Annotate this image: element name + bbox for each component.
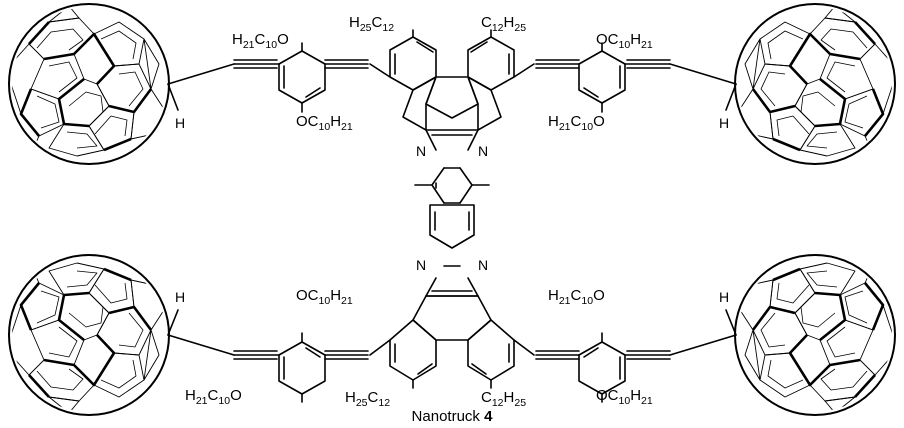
fullerene-bottom-left	[9, 255, 169, 415]
nitrogen-atom-3: N	[416, 257, 426, 273]
figure-caption: Nanotruck 4	[412, 408, 494, 425]
arm-bottom-left	[167, 332, 391, 403]
hydrogen-atom-tr: H	[719, 115, 729, 131]
fullerene-bottom-right	[735, 255, 895, 415]
bottom-phenanthrene-core	[389, 295, 515, 381]
nitrogen-atom-4: N	[478, 257, 488, 273]
arm-bottom-right	[513, 332, 737, 403]
decyloxy-label-ll-down: H21C10O	[185, 387, 242, 407]
decyloxy-label-ll-up: OC10H21	[296, 287, 353, 307]
hydrogen-atom-br: H	[719, 289, 729, 305]
fullerene-top-left	[9, 4, 169, 164]
hydrogen-atom-tl: H	[175, 115, 185, 131]
arm-top-left	[167, 42, 391, 113]
ch-bond-tr	[725, 83, 737, 111]
decyloxy-label-lr-down: OC10H21	[596, 387, 653, 407]
ch-bond-br	[725, 309, 737, 336]
decyloxy-label-ul-up: H21C10O	[232, 31, 289, 51]
dodecyl-label-top-right: C12H25	[481, 14, 526, 34]
dodecyl-label-bottom-left: H25C12	[345, 389, 390, 409]
decyloxy-label-ul-down: OC10H21	[296, 113, 353, 133]
decyloxy-label-ur-up: OC10H21	[596, 31, 653, 51]
dodecyl-label-bottom-right: C12H25	[481, 389, 526, 409]
hydrogen-atom-bl: H	[175, 289, 185, 305]
ch-bond-tl	[167, 83, 179, 111]
decyloxy-label-ur-down: H21C10O	[548, 113, 605, 133]
fullerene-top-right	[735, 4, 895, 164]
dodecyl-label-top-left: H25C12	[349, 14, 394, 34]
decyloxy-label-lr-up: H21C10O	[548, 287, 605, 307]
nitrogen-atom-2: N	[478, 143, 488, 159]
arm-top-right	[513, 42, 737, 113]
ch-bond-bl	[167, 309, 179, 336]
top-phenanthrene-core	[389, 36, 515, 131]
nitrogen-atom-1: N	[416, 143, 426, 159]
